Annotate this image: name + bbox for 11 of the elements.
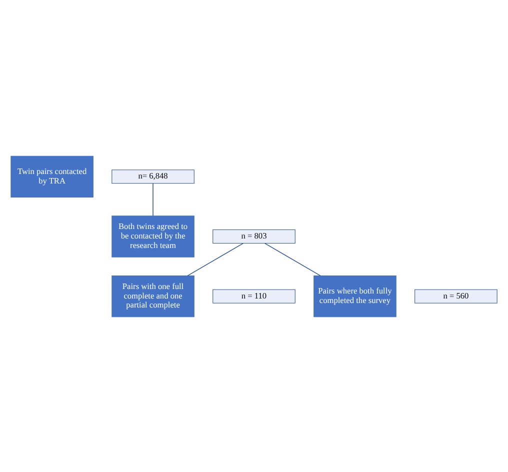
connector [152,182,154,216]
node-box: n = 803 [212,228,296,244]
node-box: n = 560 [414,288,498,303]
connector [264,242,321,276]
node-box: Twin pairs contacted by TRA [10,155,94,197]
node-box: n= 6,848 [112,169,194,184]
node-box: n = 110 [212,288,296,303]
connector [187,242,244,276]
node-box: Pairs with one full complete and one partial complete [112,275,194,317]
node-box: Both twins agreed to be contacted by the research team [112,215,194,257]
node-box: Pairs where both fully completed the survey [314,275,396,317]
